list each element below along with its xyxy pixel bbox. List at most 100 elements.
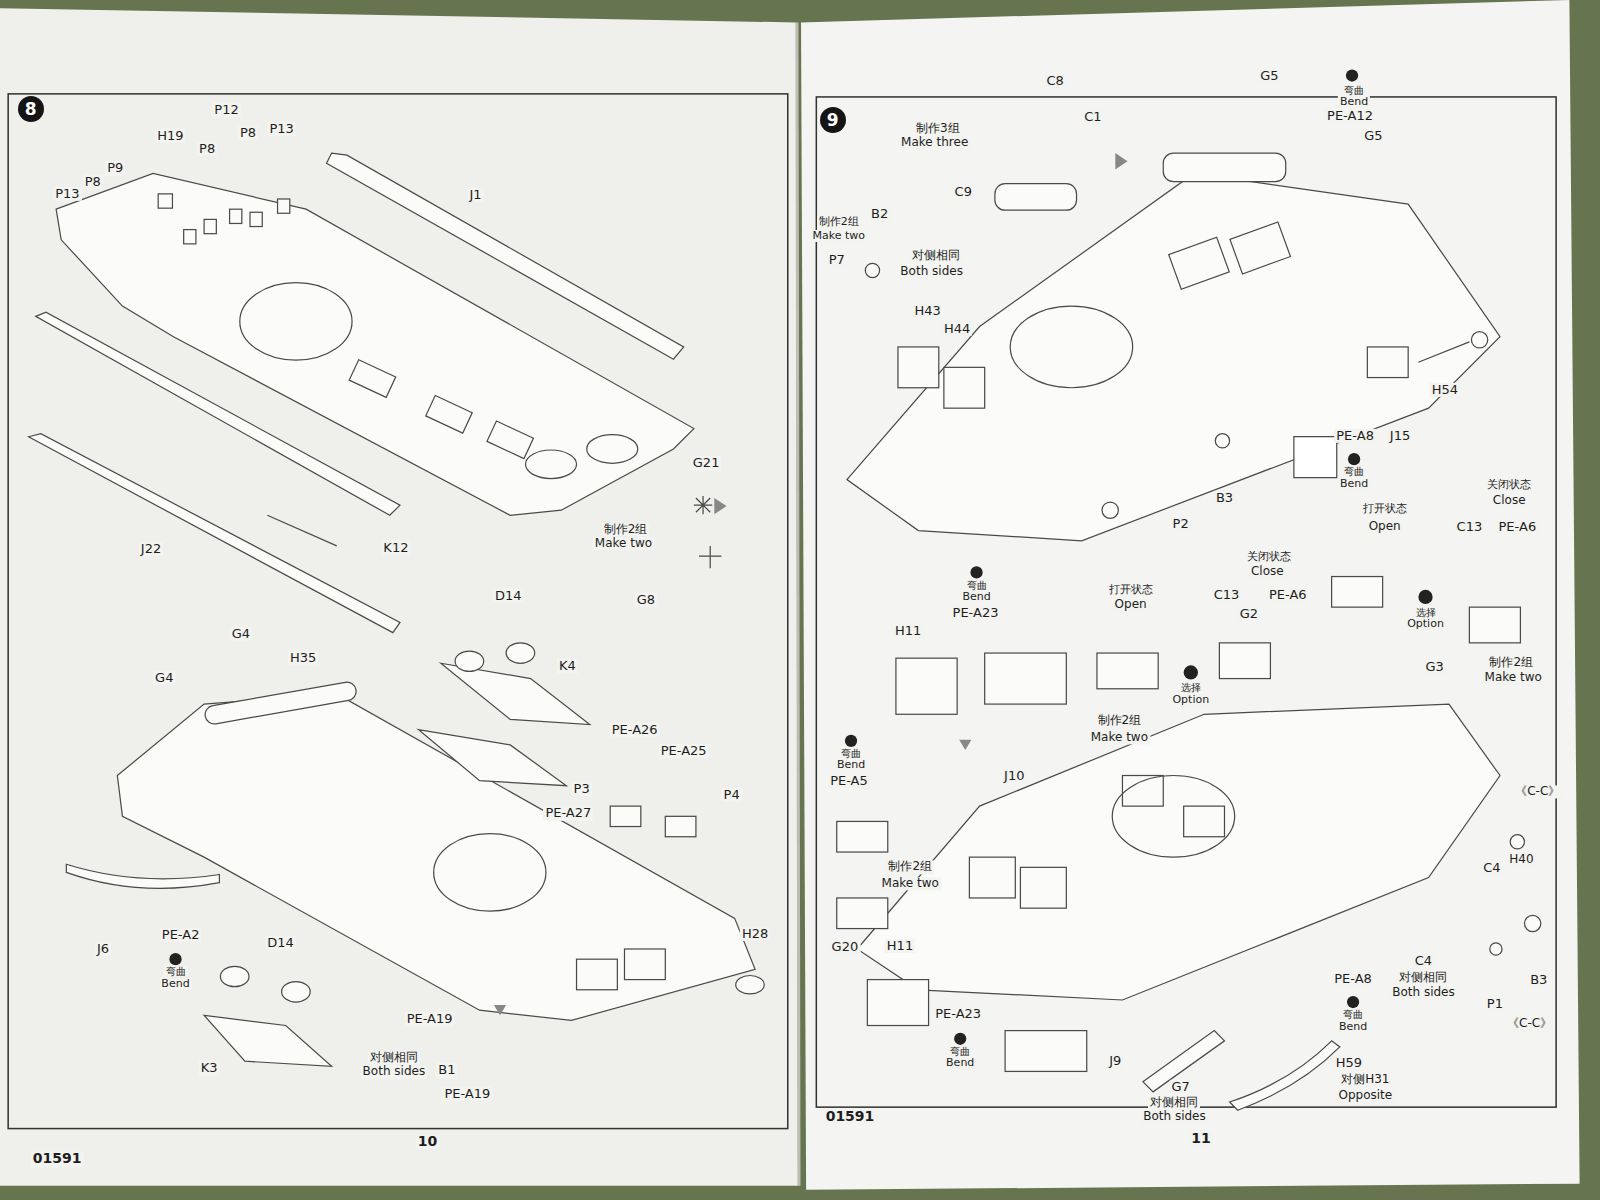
part-label: 弯曲 (1342, 466, 1366, 477)
part-label: Close (1491, 494, 1528, 507)
part-label: C13 (1455, 519, 1485, 533)
part-label: PE-A23 (951, 606, 1001, 620)
part-label: P4 (722, 788, 742, 802)
part-label: B1 (436, 1063, 457, 1077)
part-label: PE-A25 (659, 744, 709, 758)
step-text: 8 (25, 99, 37, 119)
part-label: Close (1249, 566, 1286, 579)
part-label: Bend (835, 759, 867, 771)
part-label: 弯曲 (1342, 84, 1366, 95)
part-label: P8 (83, 174, 103, 188)
part-label: PE-A6 (1267, 588, 1309, 602)
part-label: 选择 (1179, 681, 1203, 692)
part-label: K3 (199, 1061, 220, 1075)
part-label: C9 (953, 185, 974, 199)
part-label: 对侧相同 (910, 250, 962, 263)
part-label: P13 (53, 187, 81, 201)
part-label: C4 (1413, 954, 1434, 968)
part-label: G5 (1258, 68, 1280, 82)
part-label: PE-A27 (543, 806, 593, 820)
part-label: 制作2组 (1096, 715, 1144, 728)
part-label: 弯曲 (1341, 1009, 1365, 1020)
part-label: Make two (593, 537, 654, 550)
part-label: PE-A23 (933, 1007, 983, 1021)
part-label: P3 (572, 782, 592, 796)
part-label: Both sides (1390, 986, 1457, 999)
part-label: P9 (105, 161, 125, 175)
part-label: G3 (1424, 660, 1446, 674)
part-label: Open (1367, 520, 1403, 533)
part-label: 对侧相同 (1397, 971, 1449, 984)
part-label: H11 (893, 623, 923, 637)
part-label: 01591 (31, 1151, 84, 1166)
part-label: 打开状态 (1107, 584, 1155, 596)
part-label: Bend (1337, 1020, 1369, 1032)
part-label: G5 (1362, 129, 1384, 143)
part-label: PE-A8 (1332, 971, 1374, 985)
part-label: P8 (197, 142, 217, 156)
part-label: Option (1405, 618, 1446, 630)
part-label: K12 (381, 541, 410, 555)
part-label: Make three (899, 136, 970, 149)
part-label: 制作2组 (817, 216, 861, 228)
step-number: 9 (820, 107, 846, 133)
part-label: Make two (811, 230, 868, 242)
part-label: H54 (1430, 383, 1460, 397)
part-label: 关闭状态 (1485, 479, 1533, 491)
part-label: C1 (1082, 110, 1103, 124)
part-label: 10 (416, 1134, 439, 1149)
part-label: G7 (1169, 1080, 1191, 1094)
part-label: H43 (912, 304, 942, 318)
part-label: 关闭状态 (1245, 551, 1293, 563)
part-label: J1 (467, 188, 483, 202)
part-label: H19 (155, 129, 185, 143)
part-label: 弯曲 (839, 748, 863, 759)
part-label: C13 (1212, 588, 1242, 602)
part-label: G4 (153, 670, 175, 684)
part-label: D14 (493, 589, 524, 603)
part-label: P8 (238, 125, 258, 139)
part-label: Bend (944, 1057, 976, 1069)
part-label: G21 (691, 456, 722, 470)
part-label: H28 (740, 927, 770, 941)
part-label: P12 (212, 103, 240, 117)
part-label: Bend (1338, 96, 1370, 108)
part-label: H44 (942, 321, 972, 335)
part-label: Open (1113, 599, 1149, 612)
part-label: Bend (960, 591, 992, 603)
part-label: 选择 (1414, 607, 1438, 618)
part-label: P2 (1171, 517, 1191, 531)
part-label: 制作3组 (914, 122, 962, 135)
part-label: J6 (95, 942, 111, 956)
part-label: H59 (1334, 1056, 1364, 1070)
part-label: Both sides (898, 266, 965, 279)
part-label: PE-A8 (1334, 429, 1376, 443)
part-label: Option (1170, 694, 1211, 706)
part-label: 弯曲 (948, 1046, 972, 1057)
part-label: 01591 (824, 1110, 877, 1125)
part-label: 制作2组 (886, 861, 934, 874)
part-label: P7 (827, 253, 847, 267)
part-label: G20 (830, 940, 861, 954)
part-label: 制作2组 (1487, 657, 1535, 670)
step-number: 8 (18, 96, 44, 122)
part-label: 对侧相同 (1148, 1096, 1200, 1109)
part-label: Both sides (1141, 1111, 1208, 1124)
part-label: 制作2组 (602, 523, 650, 536)
part-label: K4 (557, 659, 578, 673)
part-label: PE-A12 (1325, 109, 1375, 123)
part-label: Bend (1338, 478, 1370, 490)
part-label: H40 (1507, 854, 1535, 867)
part-label: P13 (267, 121, 295, 135)
part-label: PE-A2 (160, 928, 202, 942)
part-label: Make two (880, 877, 941, 890)
part-label: J15 (1388, 429, 1412, 443)
part-label: B3 (1214, 491, 1235, 505)
part-label: PE-A6 (1497, 519, 1539, 533)
part-label: 《C-C》 (1513, 785, 1562, 798)
part-label: PE-A5 (828, 773, 870, 787)
part-label: J22 (139, 542, 163, 556)
part-label: B3 (1528, 972, 1549, 986)
part-label: PE-A26 (610, 722, 660, 736)
step-text: 9 (827, 110, 839, 130)
